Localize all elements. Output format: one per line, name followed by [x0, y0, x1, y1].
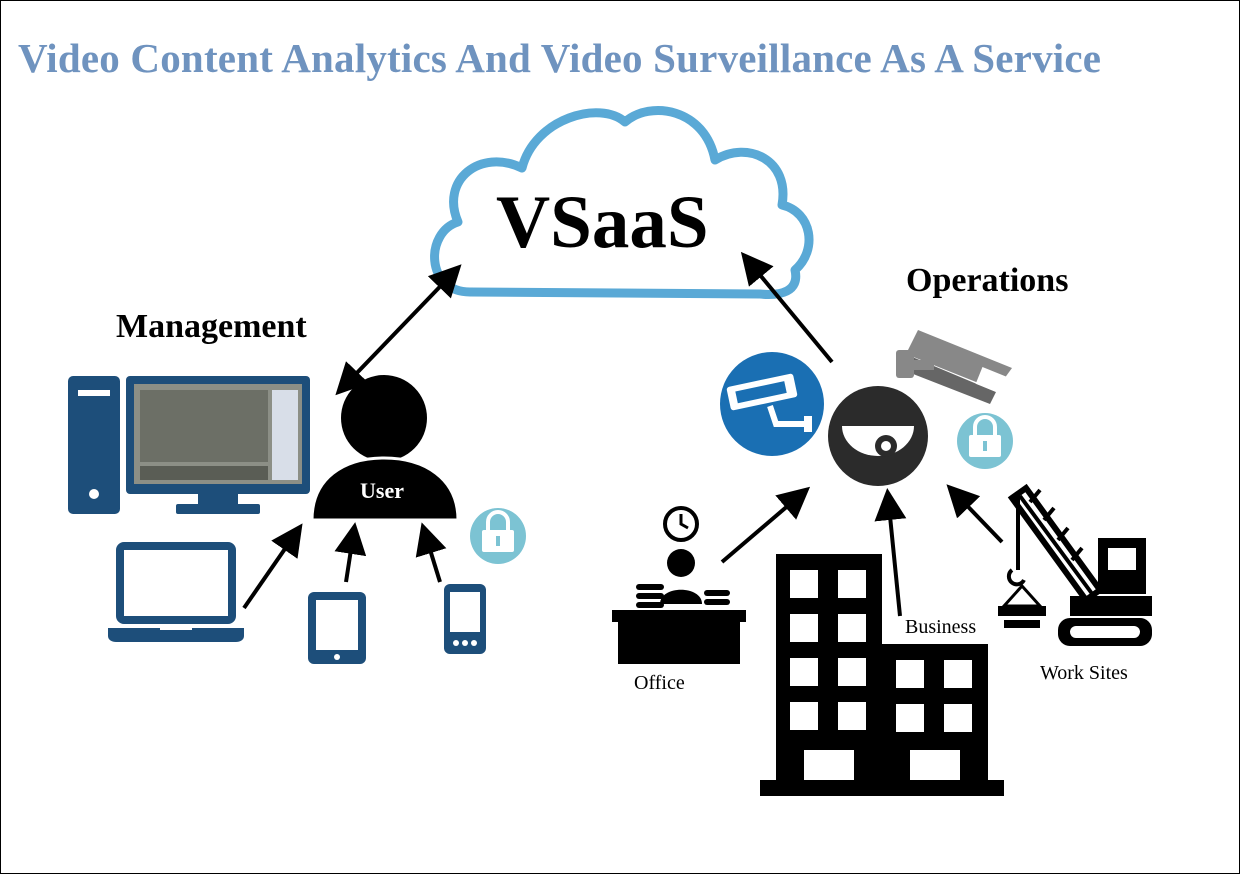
smartphone-icon [444, 584, 486, 654]
arrow-user-cloud [335, 264, 462, 396]
office-worker-icon [612, 506, 746, 664]
user-label: User [360, 478, 404, 503]
cloud-label: VSaaS [496, 181, 709, 264]
arrow-laptop-user [242, 523, 303, 610]
arrow-worksite-ops [946, 484, 1004, 544]
arrow-ops-cloud [740, 251, 834, 364]
business-label: Business [905, 616, 977, 638]
bullet-camera-icon [896, 330, 1012, 404]
security-camera-badge-icon [720, 352, 824, 456]
office-label: Office [634, 672, 685, 694]
laptop-icon [108, 542, 244, 642]
crane-icon [998, 483, 1152, 646]
dome-camera-icon [828, 386, 928, 486]
tablet-icon [308, 592, 366, 664]
work-sites-label: Work Sites [1040, 662, 1128, 684]
lock-icon-management [470, 508, 526, 564]
lock-icon-operations [957, 413, 1013, 469]
cloud-shape [430, 106, 814, 299]
management-label: Management [116, 308, 307, 345]
desktop-computer-icon [68, 376, 310, 514]
arrow-phone-user [415, 522, 447, 583]
operations-label: Operations [906, 262, 1069, 299]
office-building-icon [760, 554, 1004, 796]
user-icon [310, 375, 460, 522]
diagram-title: Video Content Analytics And Video Survei… [18, 35, 1102, 81]
arrow-business-ops [874, 488, 907, 617]
arrow-office-ops [720, 486, 811, 564]
arrow-tablet-user [334, 522, 367, 583]
